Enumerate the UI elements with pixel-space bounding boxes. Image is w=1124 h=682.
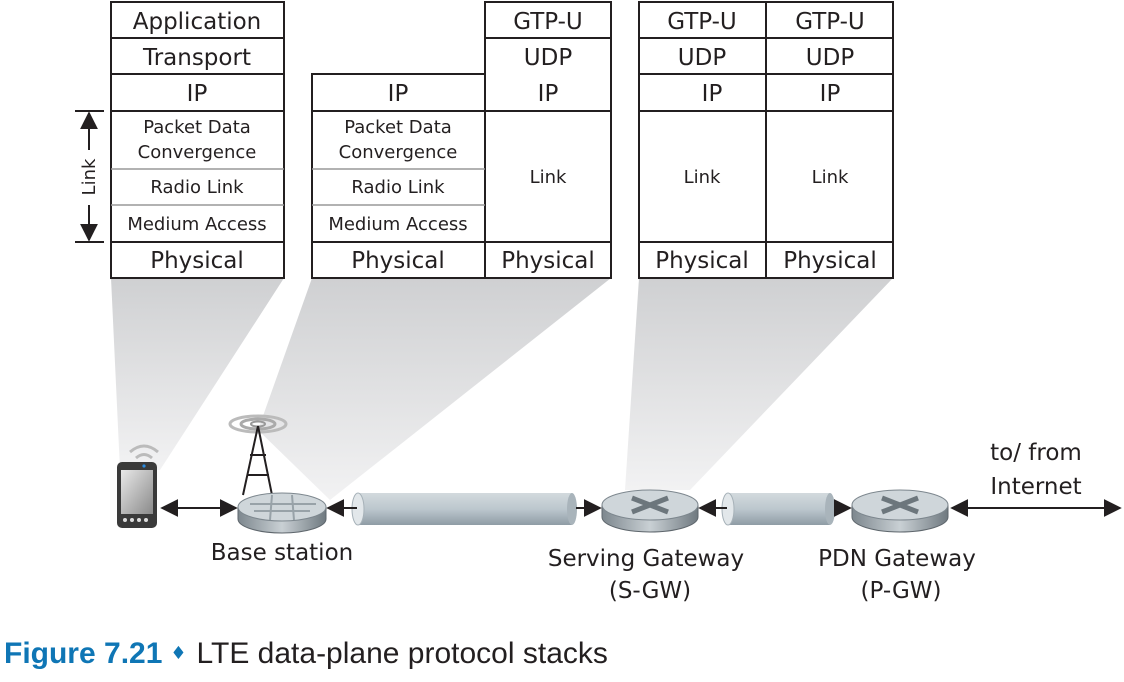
bs-left-layer-radio-link: Radio Link — [351, 177, 445, 198]
bs-left-layer-pdcp-line1: Packet Data — [344, 117, 452, 138]
bs-right-layer-physical: Physical — [501, 248, 595, 274]
gtp-tunnel-sgw-pgw — [721, 492, 835, 526]
sgw-left-layer-link: Link — [684, 167, 721, 188]
ue-protocol-stack — [110, 1, 285, 279]
figure-number: Figure 7.21 — [4, 637, 163, 670]
pgw-router-icon — [851, 489, 949, 533]
base-station-router-icon — [237, 492, 327, 534]
sgw-left-layer-gtpu: GTP-U — [667, 9, 737, 35]
bs-left-layer-medium-access: Medium Access — [328, 214, 467, 235]
ue-layer-physical: Physical — [150, 248, 244, 274]
sgw-right-layer-udp: UDP — [806, 45, 855, 71]
link-bracket-label: Link — [79, 158, 100, 195]
figure-caption: Figure 7.21 ♦ LTE data-plane protocol stac… — [4, 636, 608, 671]
ue-layer-application: Application — [133, 9, 262, 35]
bs-right-layer-udp: UDP — [524, 45, 573, 71]
bs-right-layer-link: Link — [530, 167, 567, 188]
ue-layer-radio-link: Radio Link — [150, 177, 244, 198]
figure-title: LTE data-plane protocol stacks — [196, 637, 608, 670]
sgw-left-layer-ip: IP — [702, 81, 723, 107]
gtp-tunnel-bs-sgw — [351, 492, 577, 526]
sgw-right-layer-link: Link — [812, 167, 849, 188]
internet-label-line2: Internet — [990, 474, 1081, 500]
bs-left-layer-ip: IP — [388, 81, 409, 107]
phone-icon — [117, 444, 159, 528]
ue-layer-medium-access: Medium Access — [127, 214, 266, 235]
sgw-protocol-stack — [638, 1, 894, 279]
base-station-label: Base station — [211, 540, 353, 566]
projection-shade-base-station — [258, 278, 611, 500]
sgw-right-layer-physical: Physical — [783, 248, 877, 274]
sgw-label-line1: Serving Gateway — [548, 546, 744, 572]
pgw-label-line2: (P-GW) — [860, 578, 941, 604]
ue-layer-pdcp-line2: Convergence — [138, 142, 257, 163]
bs-left-layer-physical: Physical — [351, 248, 445, 274]
sgw-router-icon — [601, 489, 699, 533]
base-station-protocol-stack — [311, 1, 612, 279]
sgw-right-layer-gtpu: GTP-U — [795, 9, 865, 35]
sgw-right-layer-ip: IP — [820, 81, 841, 107]
link-bracket — [75, 110, 104, 243]
ue-layer-transport: Transport — [142, 45, 251, 71]
pgw-label-line1: PDN Gateway — [818, 546, 976, 572]
bs-right-layer-ip: IP — [538, 81, 559, 107]
projection-shade-ue — [111, 278, 284, 470]
internet-label-line1: to/ from — [990, 440, 1082, 466]
sgw-left-layer-physical: Physical — [655, 248, 749, 274]
sgw-label-line2: (S-GW) — [609, 578, 691, 604]
projection-shade-sgw — [625, 278, 893, 490]
cell-tower-icon — [228, 414, 288, 496]
ue-layer-pdcp-line1: Packet Data — [143, 117, 251, 138]
bs-left-layer-pdcp-line2: Convergence — [339, 142, 458, 163]
bs-right-layer-gtpu: GTP-U — [513, 9, 583, 35]
ue-layer-ip: IP — [187, 81, 208, 107]
caption-separator: ♦ — [170, 643, 187, 664]
sgw-left-layer-udp: UDP — [678, 45, 727, 71]
